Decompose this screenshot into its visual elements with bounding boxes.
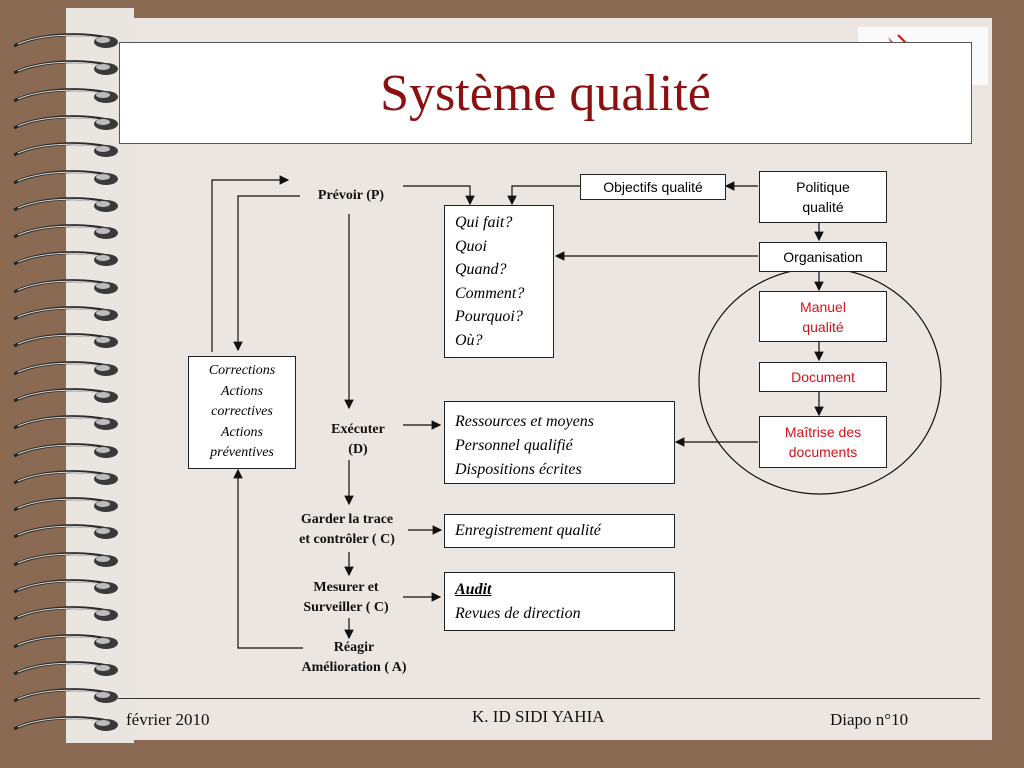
enregistrement-box: Enregistrement qualité [444,514,675,548]
question-what: Quoi [455,237,487,255]
spiral-ring-icon [13,278,118,294]
spiral-ring-icon [13,551,118,567]
ressources-line-1: Ressources et moyens [455,413,594,430]
corrections-line-2: Actions [221,383,263,399]
manuel-line-2: qualité [802,318,844,335]
question-why: Pourquoi? [455,308,523,325]
spiral-ring-icon [13,333,118,349]
objectifs-box: Objectifs qualité [580,174,726,200]
page-title: Système qualité [380,64,711,122]
maitrise-line-1: Maîtrise des [784,424,862,440]
corrections-line-1: Corrections [208,363,276,379]
spiral-ring-icon [13,251,118,267]
connector-prevoir-to-questions [403,185,475,206]
politique-line-1: Politique [796,179,850,195]
step-prevoir: Prévoir (P) [300,186,402,206]
spiral-ring-icon [13,415,118,431]
audit-box: Audit Revues de direction [444,572,675,631]
corrections-box: Corrections Actions correctives Actions … [188,356,296,469]
manuel-box: Manuel qualité [759,291,887,342]
maitrise-line-2: documents [788,444,858,460]
step-executer: Exécuter (D) [310,420,406,460]
step-garder-line-1: Garder la trace [300,512,394,527]
spiral-ring-icon [13,442,118,458]
objectifs-label: Objectifs qualité [603,179,703,195]
step-mesurer-line-2: Surveiller ( C) [303,600,389,615]
question-where: Où? [455,331,483,349]
questions-box: Qui fait? Quoi Quand? Comment? Pourquoi?… [444,205,554,358]
step-mesurer-line-1: Mesurer et [313,580,379,595]
step-mesurer: Mesurer et Surveiller ( C) [288,578,404,618]
spiral-ring-icon [13,33,118,48]
spiral-ring-icon [13,661,118,676]
ressources-line-3: Dispositions écrites [455,461,582,478]
spiral-ring-icon [13,115,118,130]
question-who: Qui fait? [455,214,513,231]
step-prevoir-label: Prévoir (P) [317,188,385,203]
title-box: Système qualité [119,42,972,144]
manuel-line-1: Manuel [800,298,846,315]
corrections-line-3: correctives [211,404,273,420]
question-when: Quand? [455,261,507,278]
spiral-ring-icon [13,524,118,540]
spiral-ring-icon [13,197,118,212]
connector-corrections-to-prevoir [211,175,290,352]
ressources-line-2: Personnel qualifié [455,437,573,454]
document-label: Document [791,369,855,385]
connector-prevoir-to-corrections [233,195,300,352]
spiral-ring-icon [13,579,118,594]
step-reagir-line-1: Réagir [333,640,375,655]
corrections-line-5: préventives [210,445,274,461]
spiral-ring-icon [13,306,118,321]
footer-author: K. ID SIDI YAHIA [472,707,605,726]
step-reagir-line-2: Amélioration ( A) [301,660,407,675]
spiral-ring-icon [13,87,118,103]
spiral-ring-icon [13,360,118,376]
step-garder-line-2: et contrôler ( C) [299,532,395,547]
politique-line-2: qualité [802,199,844,215]
organisation-box: Organisation [759,242,887,272]
spiral-ring-icon [13,497,118,513]
step-reagir: Réagir Amélioration ( A) [284,638,424,678]
ressources-box: Ressources et moyens Personnel qualifié … [444,401,675,484]
audit-label: Audit [455,581,492,598]
footer-divider [118,698,980,699]
spiral-ring-icon [13,470,118,485]
step-garder: Garder la trace et contrôler ( C) [282,510,412,550]
spiral-ring-icon [13,224,118,240]
spiral-ring-icon [13,388,118,403]
spiral-ring-icon [13,60,118,76]
revues-direction-label: Revues de direction [455,605,581,622]
corrections-line-4: Actions [221,424,263,440]
spiral-ring-icon [13,169,118,185]
enregistrement-label: Enregistrement qualité [455,522,601,539]
maitrise-box: Maîtrise des documents [759,416,887,468]
footer-date: février 2010 [126,710,210,729]
connector-objectifs-to-questions [507,185,580,206]
spiral-ring-icon [13,715,118,731]
spiral-ring-icon [13,633,118,649]
connector-reagir-to-corrections [233,468,303,649]
organisation-label: Organisation [783,249,863,265]
spiral-ring-icon [13,606,118,622]
document-box: Document [759,362,887,392]
footer-slide-number: Diapo n°10 [830,710,909,729]
spiral-ring-icon [13,142,118,158]
step-executer-line-1: Exécuter [331,422,385,437]
politique-box: Politique qualité [759,171,887,223]
spiral-ring-icon [13,688,118,704]
step-executer-line-2: (D) [348,442,368,457]
question-how: Comment? [455,284,525,302]
